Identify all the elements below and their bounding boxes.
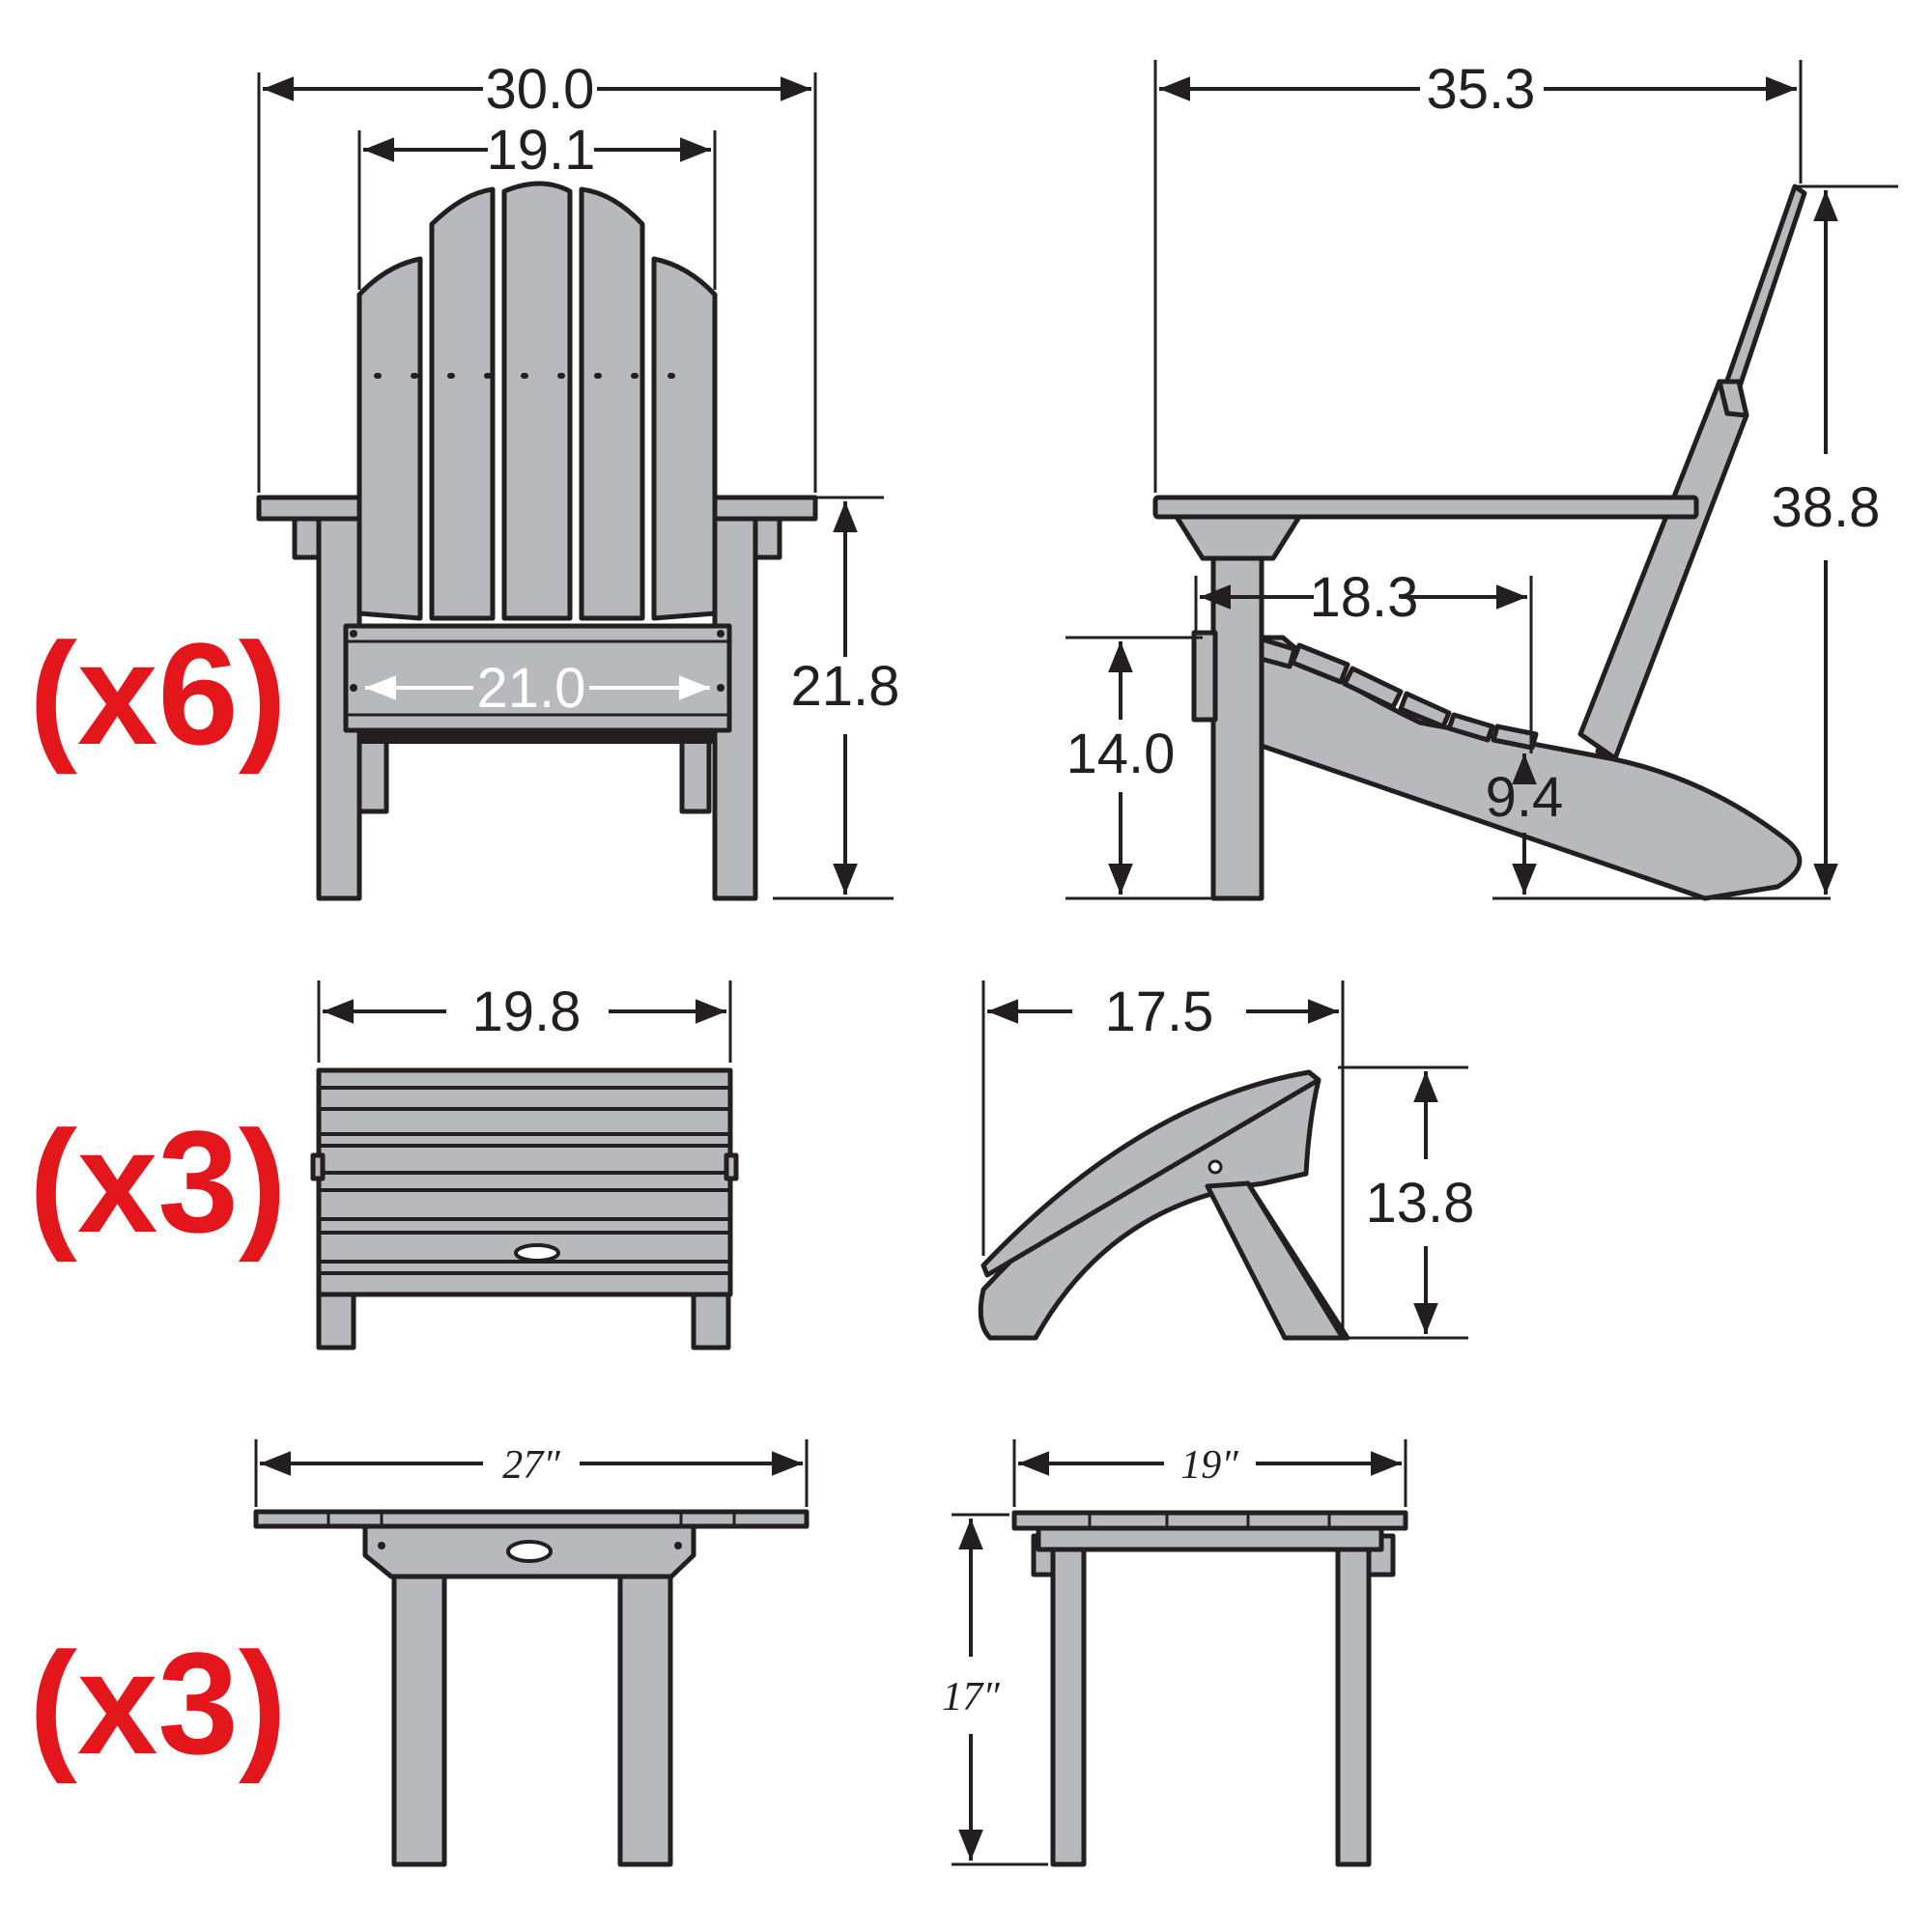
overall-height-label: 38.8: [1772, 476, 1881, 539]
left-arm: [256, 495, 362, 522]
table-leg-back: [1335, 1543, 1372, 1867]
table-height-label: 17″: [942, 1675, 1000, 1719]
ottoman-side-view: 17.5 13.8: [978, 980, 1475, 1341]
ottoman-top-view: 19.8: [310, 980, 739, 1350]
table-depth-label: 19″: [1180, 1443, 1238, 1488]
back-slat-2: [429, 186, 496, 621]
side-table-front-view: 27″: [253, 1439, 810, 1867]
back-slat-3: [501, 181, 573, 621]
side-table-side-view: 19″ 17″: [942, 1439, 1408, 1867]
back-slat-1: [356, 256, 423, 621]
seat-rear-height-label: 9.4: [1486, 766, 1564, 829]
side-table-quantity-label: (x3): [29, 1622, 287, 1784]
back-slat-5: [651, 256, 718, 621]
chair-quantity-label: (x6): [29, 612, 287, 775]
right-arm: [712, 495, 818, 522]
table-width-label: 27″: [502, 1443, 560, 1488]
table-leg-right: [617, 1567, 673, 1867]
arm-height-label: 21.8: [791, 655, 900, 718]
ottoman-quantity-label: (x3): [29, 1100, 287, 1263]
front-leg: [1210, 555, 1264, 901]
table-leg-left: [391, 1567, 447, 1867]
overall-width-label: 30.0: [486, 58, 595, 121]
overall-depth-label: 35.3: [1427, 58, 1536, 121]
seat-width-label: 21.0: [477, 657, 586, 720]
ottoman-width-label: 19.8: [472, 980, 582, 1043]
ottoman-height-label: 13.8: [1366, 1172, 1475, 1235]
back-width-label: 19.1: [487, 119, 596, 182]
table-leg-front: [1050, 1543, 1087, 1867]
seat-depth-label: 18.3: [1310, 566, 1419, 629]
back-slat-4: [579, 186, 645, 621]
table-top: [253, 1509, 810, 1529]
table-top-side: [1011, 1510, 1408, 1531]
seat-front-height-label: 14.0: [1066, 723, 1176, 785]
chair-side-view: 35.3 38.8 18.3 14.0 9.4: [1065, 58, 1898, 901]
chair-front-view: 21.0 30.0 19.1 21.8: [256, 58, 900, 901]
ottoman-depth-label: 17.5: [1105, 980, 1214, 1043]
arm-rest: [1152, 495, 1699, 520]
